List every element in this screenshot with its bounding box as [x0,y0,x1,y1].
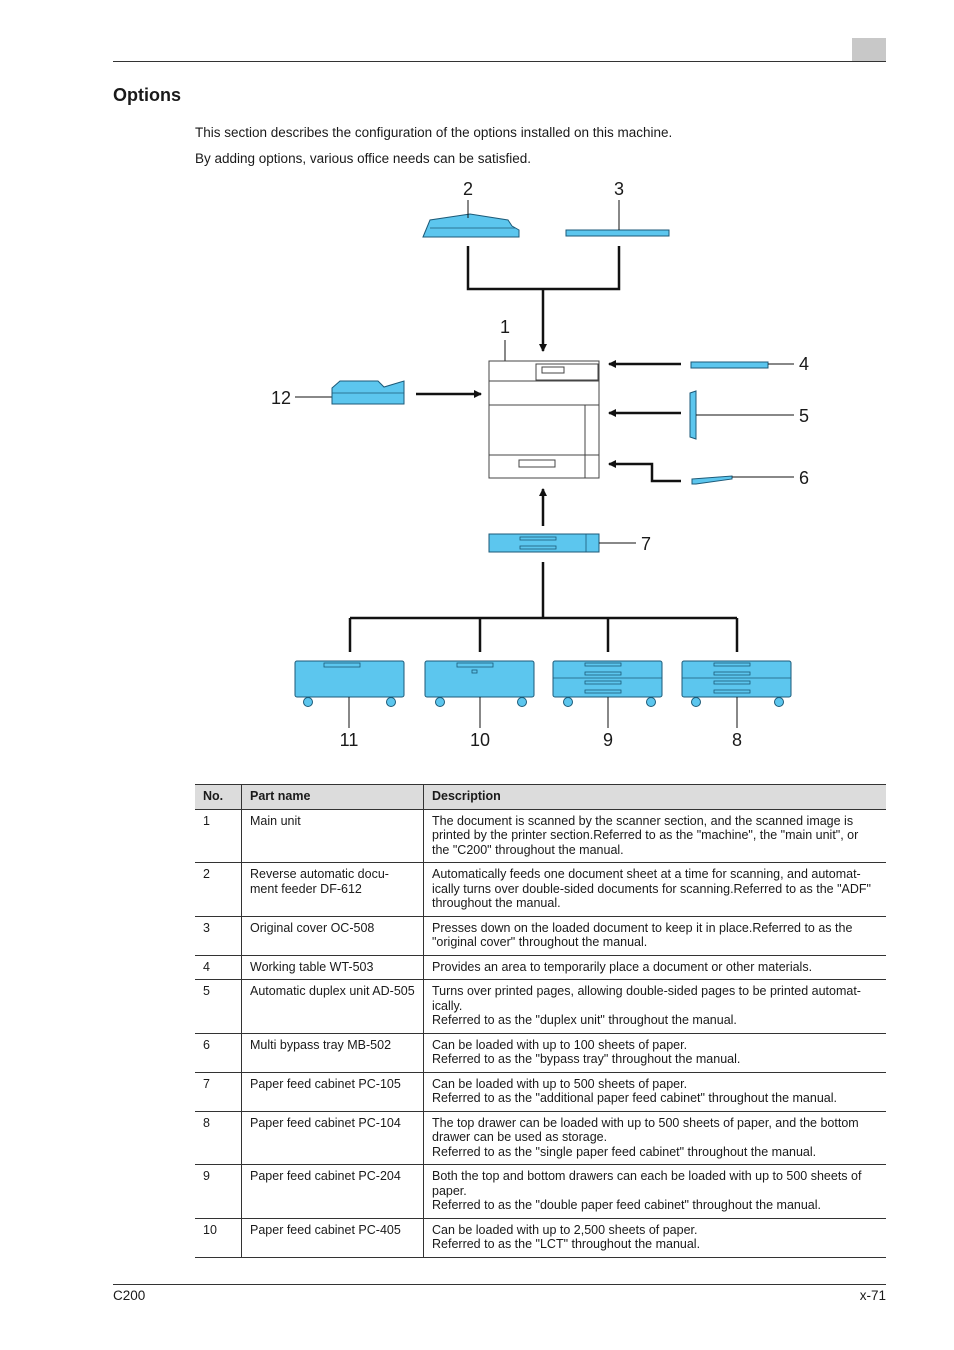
cell-description: Can be loaded with up to 2,500 sheets of… [423,1218,886,1258]
header-rule [113,61,886,62]
bypass-tray-mb502-illustration [608,460,794,485]
table-row: 3 Original cover OC-508 Presses down on … [195,916,886,956]
intro-paragraph: This section describes the configuration… [195,125,673,140]
cell-no: 3 [195,916,242,956]
working-table-wt503-illustration [608,360,794,369]
cell-no: 7 [195,1072,242,1112]
description-line: Referred to as the "LCT" throughout the … [432,1237,701,1251]
callout-12: 12 [271,388,291,408]
cell-no: 9 [195,1164,242,1219]
cell-description: Provides an area to temporarily place a … [423,955,886,980]
footer-rule [113,1284,886,1285]
description-line: Turns over printed pages, allowing doubl… [432,984,861,1013]
table-row: 1 Main unit The document is scanned by t… [195,809,886,863]
description-line: Automatically feeds one document sheet a… [432,867,871,910]
callout-7: 7 [641,534,651,554]
callout-8: 8 [732,730,742,750]
header-no: No. [195,784,242,810]
cell-part-name: Main unit [241,809,424,863]
callout-6: 6 [799,468,809,488]
description-line: Both the top and bottom drawers can each… [432,1169,862,1198]
footer-page-number: x-71 [859,1288,886,1303]
cell-description: Both the top and bottom drawers can each… [423,1164,886,1219]
original-cover-oc508-illustration [565,200,670,237]
description-line: The top drawer can be loaded with up to … [432,1115,859,1145]
options-table: No. Part name Description 1 Main unit Th… [195,784,886,1258]
table-row: 10 Paper feed cabinet PC-405 Can be load… [195,1218,886,1258]
cell-part-name: Working table WT-503 [241,955,424,980]
paper-feed-cabinet-pc405-illustration [424,660,535,728]
table-row: 5 Automatic duplex unit AD-505 Turns ove… [195,979,886,1034]
description-line: Can be loaded with up to 2,500 sheets of… [432,1222,698,1237]
paper-feed-cabinet-pc104-illustration [681,660,792,728]
description-line: Referred to as the "single paper feed ca… [432,1144,817,1159]
callout-11: 11 [340,730,359,750]
callout-1: 1 [500,317,510,337]
cell-description: Automatically feeds one document sheet a… [423,862,886,917]
cell-no: 10 [195,1218,242,1258]
cell-no: 2 [195,862,242,917]
callout-9: 9 [603,730,613,750]
description-line: Referred to as the "additional paper fee… [432,1091,837,1105]
description-line: Presses down on the loaded document to k… [432,920,853,950]
callout-4: 4 [799,354,809,374]
cell-description: The top drawer can be loaded with up to … [423,1111,886,1165]
description-line: Can be loaded with up to 500 sheets of p… [432,1076,688,1091]
cell-part-name: Paper feed cabinet PC-204 [241,1164,424,1219]
description-line: Referred to as the "double paper feed ca… [432,1198,822,1212]
cell-no: 6 [195,1033,242,1073]
cell-part-name: Multi bypass tray MB-502 [241,1033,424,1073]
cabinet-11-illustration [294,660,405,728]
table-row: 8 Paper feed cabinet PC-104 The top draw… [195,1111,886,1165]
cell-description: Presses down on the loaded document to k… [423,916,886,956]
adf-df612-illustration [422,200,520,238]
duplex-unit-ad505-illustration [608,390,794,440]
intro-paragraph: By adding options, various office needs … [195,151,531,166]
cell-description: The document is scanned by the scanner s… [423,809,886,863]
table-row: 4 Working table WT-503 Provides an area … [195,955,886,980]
callout-10: 10 [470,730,490,750]
connector-top [466,246,621,352]
option-12-illustration [295,380,482,405]
cell-no: 5 [195,979,242,1034]
description-line: The document is scanned by the scanner s… [432,813,859,857]
main-unit-illustration [488,340,600,479]
footer-model: C200 [113,1288,146,1303]
cell-part-name: Reverse automatic docu-ment feeder DF-61… [241,862,424,917]
table-header-row: No. Part name Description [195,784,886,810]
paper-feed-cabinet-pc204-illustration [552,660,663,728]
description-line: Provides an area to temporarily place a … [432,959,813,974]
description-line: Referred to as the "duplex unit" through… [432,1013,737,1027]
cell-part-name: Automatic duplex unit AD-505 [241,979,424,1034]
header-part-name: Part name [241,784,424,810]
table-row: 2 Reverse automatic docu-ment feeder DF-… [195,862,886,917]
connector-bottom [348,562,739,652]
callout-2: 2 [463,179,473,199]
table-row: 7 Paper feed cabinet PC-105 Can be loade… [195,1072,886,1112]
paper-feed-cabinet-pc105-illustration [488,488,636,553]
cell-description: Can be loaded with up to 100 sheets of p… [423,1033,886,1073]
cell-part-name: Paper feed cabinet PC-405 [241,1218,424,1258]
cell-part-name: Original cover OC-508 [241,916,424,956]
callout-3: 3 [614,179,624,199]
description-line: Can be loaded with up to 100 sheets of p… [432,1037,688,1052]
cell-no: 8 [195,1111,242,1165]
cell-description: Turns over printed pages, allowing doubl… [423,979,886,1034]
callout-5: 5 [799,406,809,426]
table-row: 9 Paper feed cabinet PC-204 Both the top… [195,1164,886,1219]
options-configuration-diagram: 2 3 1 4 12 5 6 7 11 10 9 8 [271,179,809,750]
table-row: 6 Multi bypass tray MB-502 Can be loaded… [195,1033,886,1073]
cell-no: 4 [195,955,242,980]
header-description: Description [423,784,886,810]
page-title: Options [113,85,181,105]
description-line: Referred to as the "bypass tray" through… [432,1052,741,1066]
cell-description: Can be loaded with up to 500 sheets of p… [423,1072,886,1112]
cell-part-name: Paper feed cabinet PC-104 [241,1111,424,1165]
cell-part-name: Paper feed cabinet PC-105 [241,1072,424,1112]
cell-no: 1 [195,809,242,863]
chapter-tab [852,38,886,61]
